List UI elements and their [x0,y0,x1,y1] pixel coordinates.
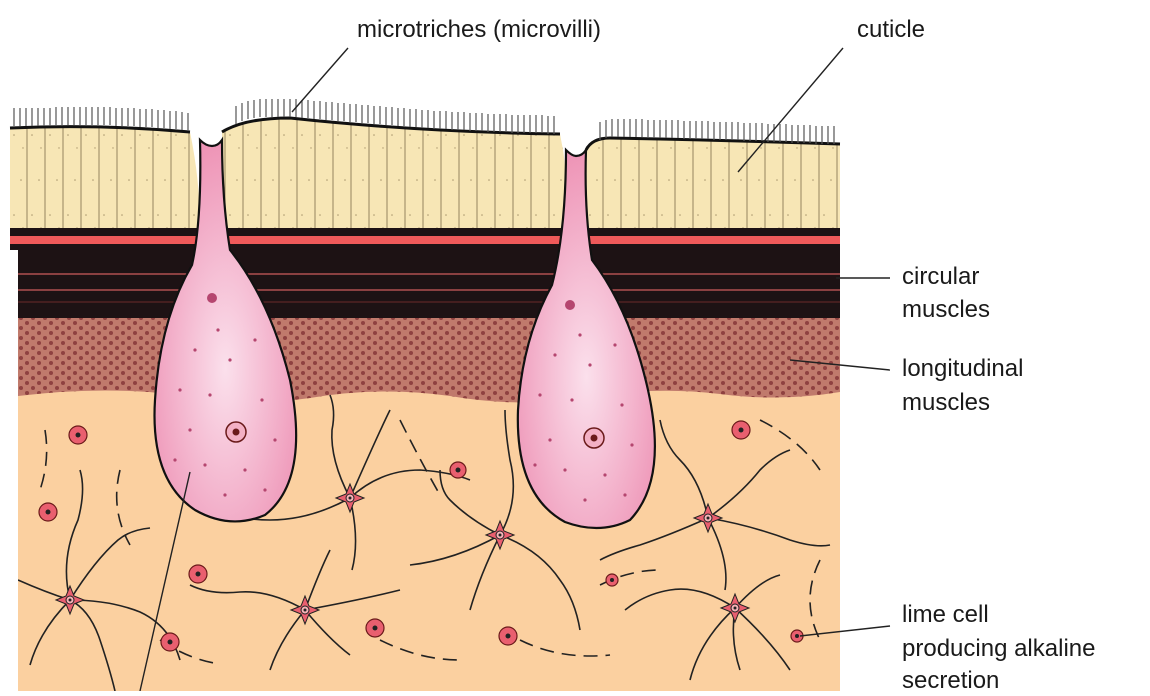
label-microtriches: microtriches (microvilli) [357,15,601,45]
circular-muscle-layer [18,248,840,318]
lime-cell [732,421,750,439]
lime-cell [189,565,207,583]
label-lime-cell-line1: lime cell [902,600,989,630]
label-longitudinal-muscles-line1: longitudinal [902,354,1023,384]
label-circular-muscles-line2: muscles [902,295,990,325]
lime-cell [450,462,466,478]
label-longitudinal-muscles-line2: muscles [902,388,990,418]
basement-lamina [10,228,840,250]
cuticle-layer [10,118,840,228]
lime-cell [39,503,57,521]
label-cuticle: cuticle [857,15,925,45]
lime-cell [161,633,179,651]
label-circular-muscles-line1: circular [902,262,979,292]
lime-cell [606,574,618,586]
lime-cell [499,627,517,645]
lime-cell [69,426,87,444]
label-lime-cell-line3: secretion [902,666,999,696]
lime-cell [366,619,384,637]
longitudinal-muscle-layer [18,312,840,403]
label-lime-cell-line2: producing alkaline [902,634,1095,664]
